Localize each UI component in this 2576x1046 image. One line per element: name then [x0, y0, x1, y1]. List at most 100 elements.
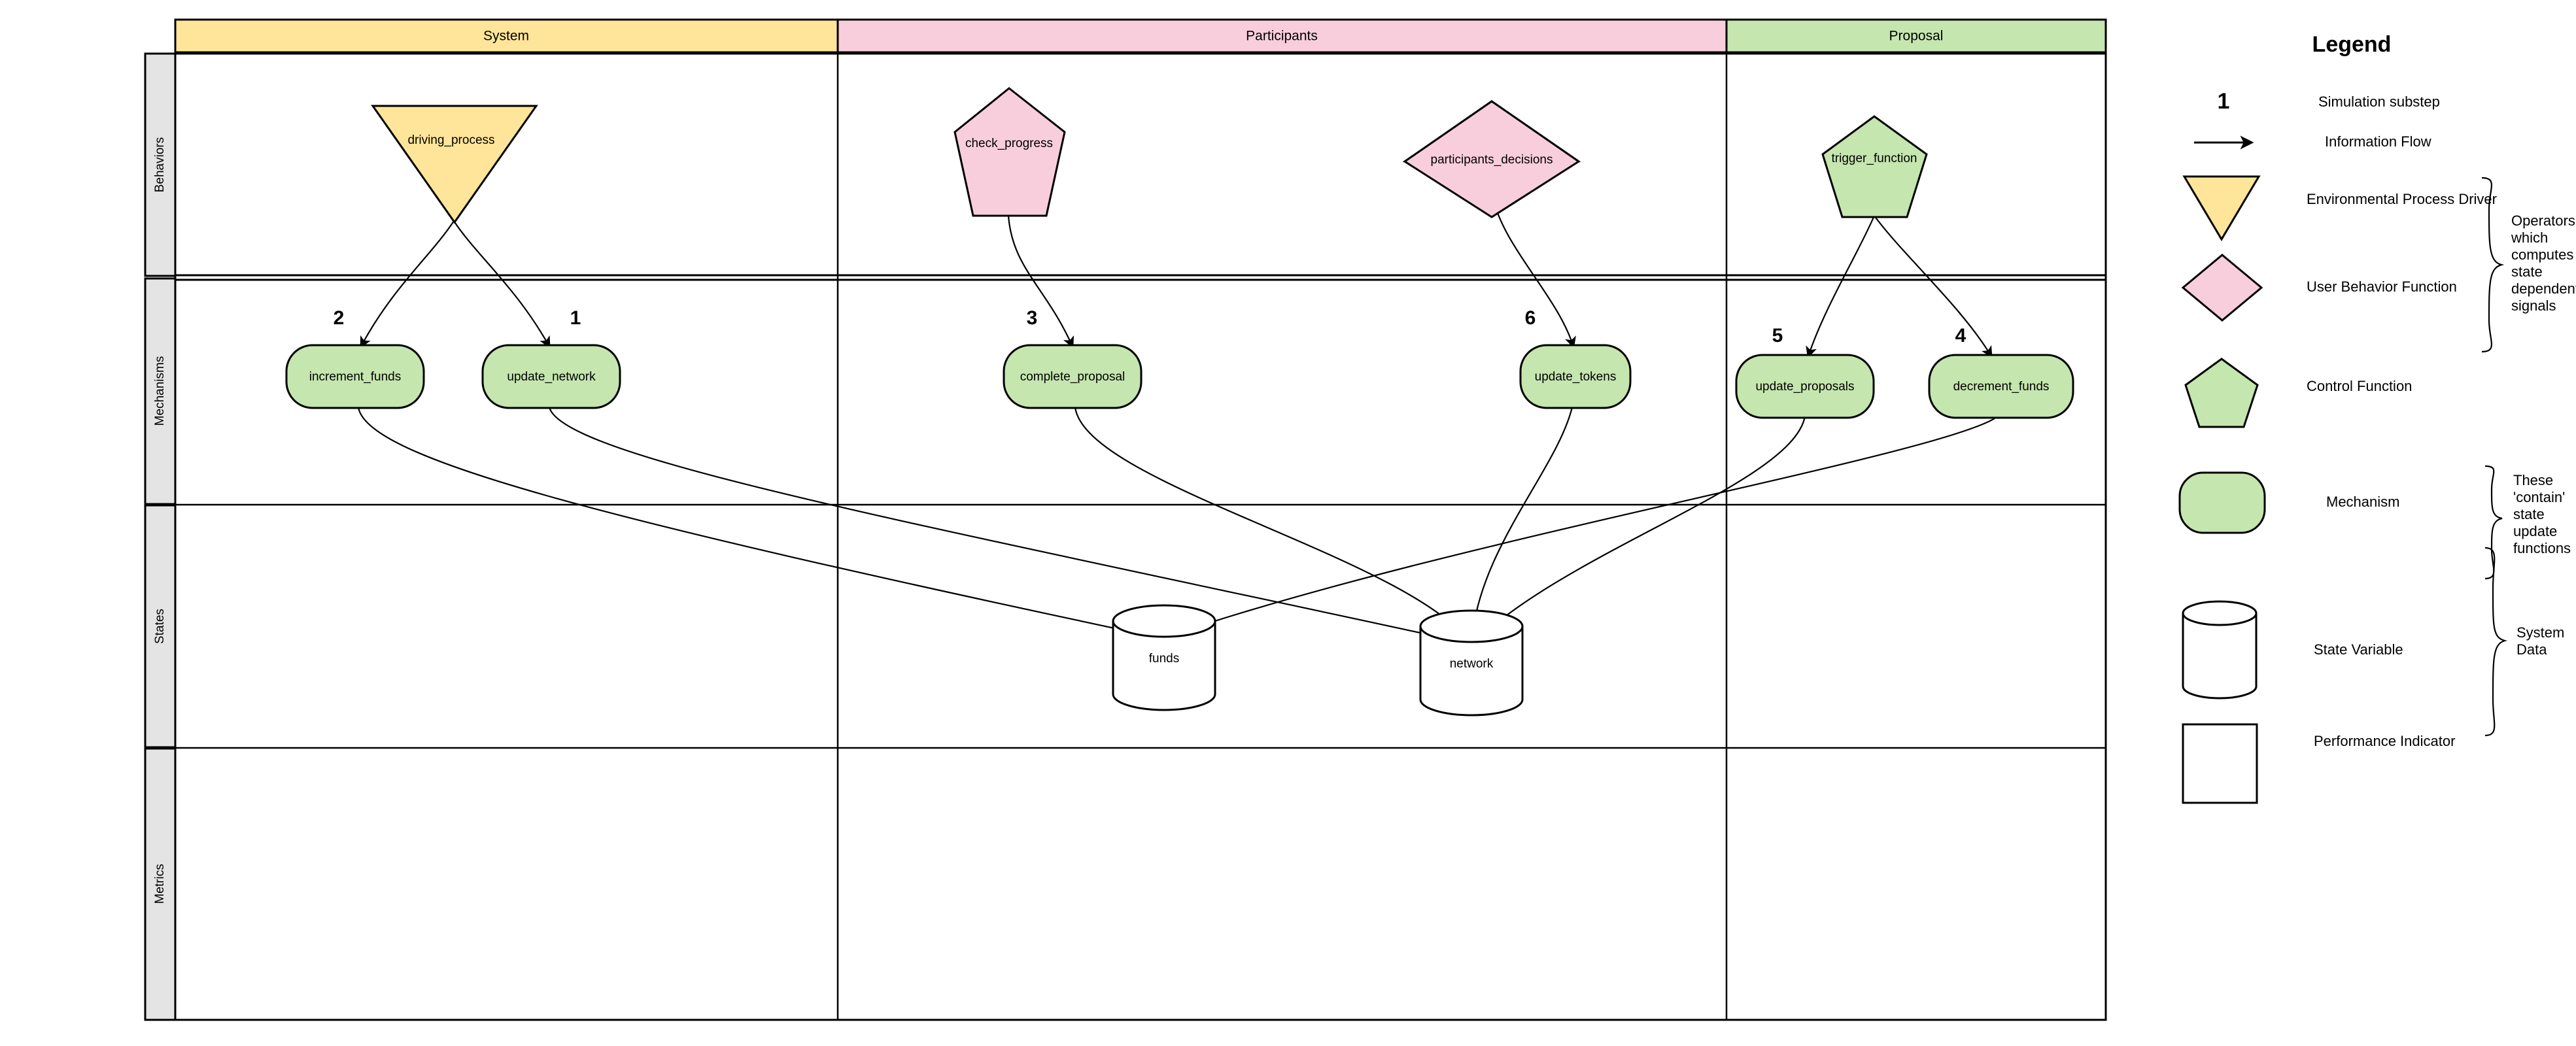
node-complete-proposal[interactable]: complete_proposal [1003, 344, 1142, 409]
rounded-rect-icon-update-tokens [1519, 344, 1632, 409]
row-label-states: States [153, 609, 167, 644]
rounded-rect-icon-increment-funds [285, 344, 425, 409]
swimlane-headers: System Participants Proposal [174, 18, 2107, 54]
cylinder-icon-network-top [1419, 609, 1524, 643]
legend-item-control-function: Control Function [2184, 358, 2412, 428]
row-label-cell-mechanisms [144, 277, 177, 505]
node-label-complete-proposal: complete_proposal [1020, 370, 1125, 384]
brace-system-data-label: System Data [2516, 624, 2568, 658]
cylinder-icon-top [2182, 600, 2258, 626]
pentagon-tall-icon [953, 87, 1066, 217]
cylinder-icon-body [2182, 612, 2258, 700]
legend-label-performance-indicator: Performance Indicator [2314, 733, 2455, 749]
legend-label-user-behavior-function: User Behavior Function [2307, 278, 2457, 295]
row-label-behaviors: Behaviors [153, 137, 167, 193]
edge-decrement-funds-to-funds [1163, 418, 1995, 640]
legend-item-state-variable: State Variable [2182, 600, 2403, 700]
legend-panel: Legend 1 Simulation substep Information … [2178, 32, 2576, 804]
node-check-progress[interactable]: check_progress [953, 87, 1066, 217]
node-network[interactable]: network [1419, 609, 1524, 717]
legend-item-information-flow: Information Flow [2194, 133, 2431, 150]
node-trigger-function[interactable]: trigger_function [1821, 115, 1928, 218]
triangle-down-icon [2182, 175, 2261, 241]
brace-operators-shape [2481, 177, 2505, 353]
node-label-update-proposals: update_proposals [1755, 380, 1854, 394]
rounded-rect-icon [2178, 471, 2266, 534]
legend-label-information-flow: Information Flow [2325, 133, 2431, 150]
edge-trigger-function-to-update-proposals [1806, 215, 1876, 358]
cylinder-icon-network-body [1419, 625, 1524, 717]
node-label-network: network [1450, 657, 1494, 671]
legend-label-control-function: Control Function [2307, 378, 2412, 394]
legend-substep-number: 1 [2218, 89, 2230, 114]
edge-update-tokens-to-network [1466, 407, 1573, 646]
swimlane-header-label-participants: Participants [1246, 29, 1318, 44]
edge-increment-funds-to-funds [357, 407, 1159, 641]
node-label-funds: funds [1149, 652, 1179, 666]
legend-item-performance-indicator: Performance Indicator [2182, 723, 2455, 804]
node-label-check-progress: check_progress [965, 137, 1053, 150]
legend-label-simulation-substep: Simulation substep [2318, 93, 2440, 110]
row-label-metrics: Metrics [153, 864, 167, 903]
rounded-rect-icon-update-proposals [1735, 354, 1875, 419]
edge-layer [357, 195, 1995, 648]
node-update-proposals[interactable]: update_proposals [1735, 354, 1875, 419]
edge-update-network-to-network [548, 407, 1473, 648]
node-label-increment-funds: increment_funds [309, 370, 401, 384]
edge-participants-decisions-to-update-tokens [1491, 195, 1576, 348]
node-label-driving-process: driving_process [407, 133, 494, 147]
legend-label-mechanism: Mechanism [2326, 494, 2399, 510]
swimlane-header-proposal [1725, 18, 2107, 54]
legend-item-user-behavior-function: User Behavior Function [2181, 254, 2457, 322]
grid-frame [174, 52, 2107, 1021]
row-label-column: Behaviors Mechanisms States Metrics [144, 52, 177, 1021]
row-label-mechanisms: Mechanisms [153, 356, 167, 426]
brace-system-data: System Data [2484, 547, 2568, 737]
triangle-down-icon [371, 105, 538, 224]
row-label-cell-metrics [144, 747, 177, 1021]
node-label-update-tokens: update_tokens [1535, 370, 1617, 384]
substep-badge-decrement-funds: 4 [1955, 325, 1966, 346]
swimlane-header-system [174, 18, 839, 54]
node-label-trigger-function: trigger_function [1832, 152, 1917, 165]
node-increment-funds[interactable]: increment_funds [285, 344, 425, 409]
substep-badge-update-tokens: 6 [1525, 307, 1536, 329]
edge-driving-process-to-update-network [453, 220, 551, 348]
node-label-decrement-funds: decrement_funds [1953, 380, 2050, 394]
brace-system-data-shape [2484, 547, 2508, 737]
legend-item-simulation-substep: 1 Simulation substep [2218, 89, 2440, 114]
legend-item-mechanism: Mechanism [2178, 471, 2399, 534]
diamond-icon [2181, 254, 2263, 322]
node-driving-process[interactable]: driving_process [371, 105, 538, 224]
diamond-icon-participants-decisions [1403, 100, 1581, 218]
pentagon-icon [1821, 115, 1928, 218]
node-decrement-funds[interactable]: decrement_funds [1928, 354, 2074, 419]
cylinder-icon-funds-body [1112, 620, 1216, 711]
brace-mechanisms: These 'contain' state update functions [2484, 465, 2571, 580]
node-label-participants-decisions-text: participants_decisions [1431, 153, 1553, 167]
cylinder-icon-funds-top [1112, 604, 1216, 638]
legend-label-environmental-process-driver: Environmental Process Driver [2307, 191, 2497, 207]
edge-check-progress-to-complete-proposal [1007, 215, 1074, 348]
swimlane-header-label-system: System [483, 29, 529, 44]
brace-operators: Operators which computes state dependent… [2481, 177, 2576, 353]
pentagon-icon [2184, 358, 2259, 428]
node-label-update-network: update_network [507, 370, 596, 384]
rounded-rect-icon-update-network [481, 344, 621, 409]
substep-badge-update-proposals: 5 [1772, 325, 1783, 346]
node-funds[interactable]: funds [1112, 604, 1216, 711]
substep-badge-complete-proposal: 3 [1027, 307, 1038, 329]
edge-driving-process-to-increment-funds [360, 220, 455, 348]
legend-label-state-variable: State Variable [2314, 641, 2403, 658]
grid-outer-border [174, 52, 2107, 1021]
rounded-rect-icon-decrement-funds [1928, 354, 2074, 419]
edge-update-proposals-to-network [1471, 416, 1806, 646]
node-update-tokens[interactable]: update_tokens [1519, 344, 1632, 409]
node-update-network[interactable]: update_network [481, 344, 621, 409]
swimlane-header-participants [836, 18, 1728, 54]
brace-mechanisms-label: These 'contain' state update functions [2513, 472, 2571, 556]
legend-item-environmental-process-driver: Environmental Process Driver [2182, 175, 2497, 241]
legend-title: Legend [2312, 32, 2392, 57]
